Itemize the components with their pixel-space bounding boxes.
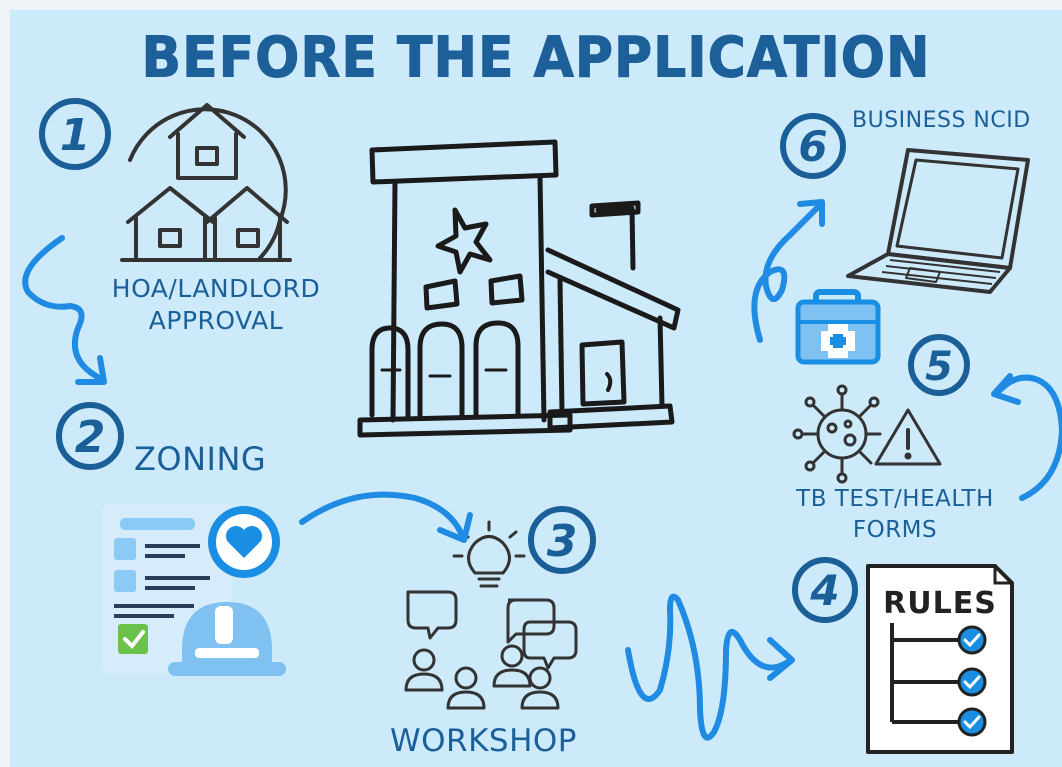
infographic-canvas: BEFORE THE APPLICATION 1 2 3 4 5 6	[10, 10, 1062, 767]
checklist-icon	[102, 504, 286, 676]
page-title: BEFORE THE APPLICATION	[141, 25, 931, 91]
arrow-2-to-3	[299, 491, 465, 538]
arrow-4-to-5-head	[991, 373, 1021, 405]
step-3-badge: 3	[528, 506, 596, 574]
step-6-label: BUSINESS NCID	[852, 108, 1031, 133]
step-1-label: HOA/LANDLORD APPROVAL	[98, 273, 334, 337]
step-6-number: 6	[798, 122, 827, 171]
rules-board-icon: RULES	[866, 564, 1014, 754]
step-4-badge: 4	[792, 557, 858, 623]
arrow-5-to-6	[751, 202, 823, 343]
step-3-number: 3	[547, 516, 578, 567]
laptop-icon	[846, 148, 1030, 294]
building-icon	[357, 139, 681, 438]
step-6-badge: 6	[780, 113, 846, 179]
illustration-layer: 1 2 3 4 5 6	[22, 98, 1062, 754]
arrow-1-to-2	[22, 235, 105, 383]
rules-heading: RULES	[883, 586, 997, 621]
arrow-3-to-4	[625, 593, 791, 741]
step-1-badge: 1	[39, 98, 111, 170]
step-5-number: 5	[925, 344, 953, 390]
step-5-label-line1: TB TEST/HEALTH	[796, 486, 994, 512]
step-3-label: WORKSHOP	[390, 723, 578, 759]
connector-arrows	[22, 199, 1062, 741]
step-5-label: TB TEST/HEALTH FORMS	[780, 484, 1010, 546]
first-aid-kit-icon	[795, 289, 881, 365]
step-2-label: ZONING	[134, 440, 267, 478]
people-chat-icon	[404, 590, 578, 710]
warning-icon	[874, 408, 942, 466]
arrow-1-to-2-head	[75, 355, 107, 385]
step-2-badge: 2	[56, 402, 124, 470]
virus-icon	[792, 384, 882, 484]
step-4-number: 4	[809, 566, 839, 615]
arrow-2-to-3-head	[437, 512, 473, 543]
houses-icon	[120, 103, 292, 262]
step-1-label-line1: HOA/LANDLORD	[111, 274, 321, 303]
step-2-number: 2	[75, 412, 106, 463]
arrow-4-to-5	[997, 374, 1062, 501]
step-5-badge: 5	[908, 334, 970, 396]
step-1-number: 1	[60, 110, 91, 161]
arrow-3-to-4-head	[767, 637, 795, 681]
arrow-5-to-6-head	[797, 199, 825, 227]
step-1-label-line2: APPROVAL	[148, 306, 284, 335]
step-5-label-line2: FORMS	[852, 517, 938, 543]
